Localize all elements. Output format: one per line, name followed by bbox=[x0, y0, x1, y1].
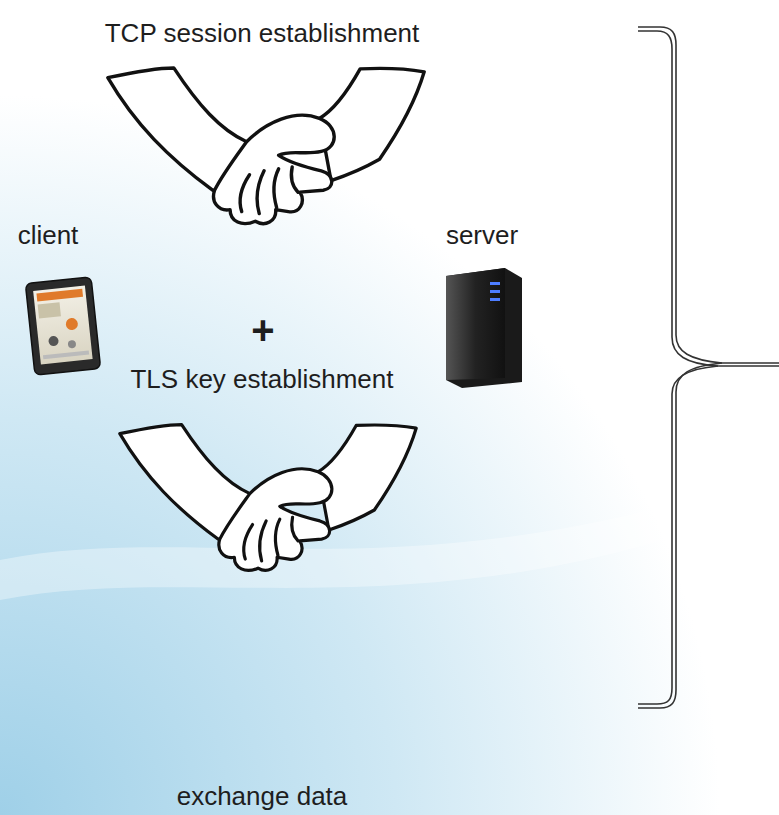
plus-sign: + bbox=[251, 307, 274, 353]
step-label: TCP session establishment bbox=[105, 19, 420, 49]
handshake-icon bbox=[120, 425, 416, 571]
endpoint-label: client bbox=[18, 221, 79, 251]
tablet-icon bbox=[25, 277, 100, 375]
step-label: exchange data bbox=[177, 782, 348, 812]
handshake-icon bbox=[108, 68, 424, 224]
endpoint-label: server bbox=[446, 221, 518, 251]
server-icon bbox=[446, 268, 522, 388]
step-label: TLS key establishment bbox=[130, 365, 393, 395]
curly-bracket bbox=[638, 27, 779, 708]
